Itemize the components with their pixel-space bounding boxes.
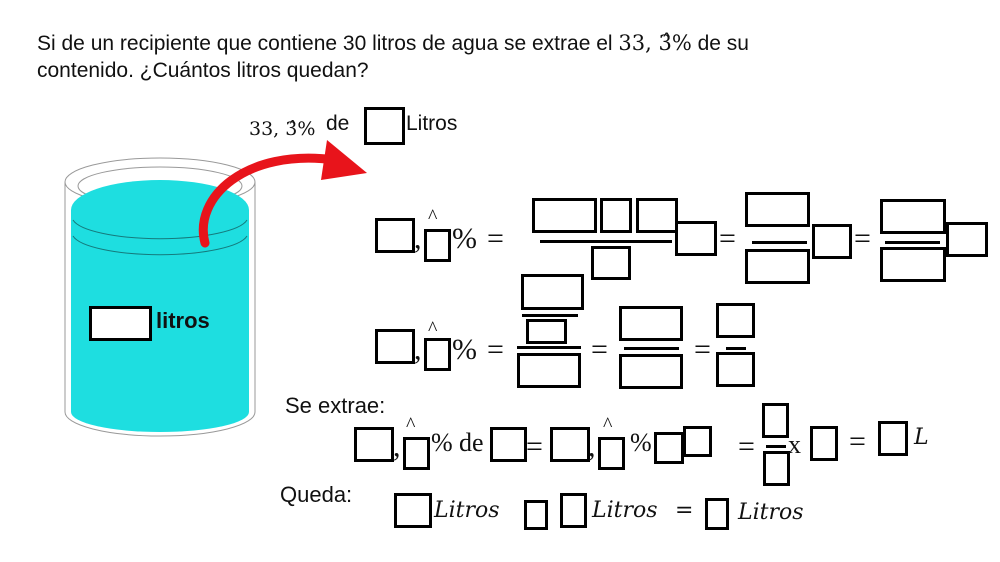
row1-numerator-input-1[interactable]	[532, 198, 597, 233]
container-liters-label: litros	[156, 308, 210, 333]
extract-value-input[interactable]	[683, 426, 712, 457]
extract-hat-2: ^	[603, 414, 613, 436]
extract-equals-2: =	[738, 430, 755, 463]
caption-litros: Litros	[406, 112, 458, 135]
extract-result-input[interactable]	[878, 421, 908, 456]
question-line1-start: Si de un recipiente que contiene 30 litr…	[37, 32, 619, 55]
row1-equals-1: =	[487, 222, 504, 255]
extract-periodic-input-2[interactable]	[598, 437, 625, 470]
row2-main-fraction-bar	[517, 346, 581, 349]
extract-multiplier-input[interactable]	[810, 426, 838, 461]
row1-numerator-input-2[interactable]	[600, 198, 632, 233]
row1-integer-input[interactable]	[375, 218, 415, 253]
row2-percent: %	[452, 333, 477, 366]
extract-equals-3: =	[849, 425, 866, 458]
extract-comma-2: ,	[588, 430, 596, 463]
extract-integer-input-2[interactable]	[550, 427, 590, 462]
question-percent: 33, 3̂%	[618, 31, 692, 55]
row2-fraction-bar-2	[624, 347, 679, 350]
row2-comma: ,	[414, 333, 422, 366]
extract-equals-1: =	[526, 430, 543, 463]
row1-denominator-input-2[interactable]	[745, 249, 810, 284]
remain-equals: =	[675, 498, 694, 523]
remain-unit-1: Litros	[434, 498, 500, 523]
extract-operator-input[interactable]	[654, 432, 684, 464]
remain-label: Queda:	[280, 482, 353, 507]
extract-fraction-denominator-input[interactable]	[763, 451, 790, 486]
container-liters-input[interactable]	[89, 306, 152, 341]
row1-fraction-bar-2	[752, 241, 807, 244]
extract-times: x	[788, 430, 801, 459]
row1-side-input-1[interactable]	[675, 221, 717, 256]
extract-de: de	[459, 428, 484, 457]
row2-inner-fraction-bar	[522, 314, 578, 317]
row1-hat: ^	[428, 206, 438, 228]
row2-periodic-input[interactable]	[424, 338, 451, 371]
extract-label: Se extrae:	[285, 393, 386, 418]
row2-equals-2: =	[591, 333, 608, 366]
red-arrow-icon	[198, 140, 367, 248]
row2-complex-denominator-input[interactable]	[517, 353, 581, 388]
row1-comma: ,	[414, 222, 422, 255]
remain-extracted-input[interactable]	[560, 493, 587, 528]
row2-equals-1: =	[487, 333, 504, 366]
extract-fraction-numerator-input[interactable]	[762, 403, 789, 438]
extract-integer-input-1[interactable]	[354, 427, 394, 462]
remain-result-input[interactable]	[705, 498, 729, 530]
row2-equals-3: =	[694, 333, 711, 366]
row2-complex-numerator-input[interactable]	[521, 274, 584, 310]
row1-numerator-input-4[interactable]	[745, 192, 810, 227]
extract-comma-1: ,	[393, 430, 401, 463]
caption-liters-input[interactable]	[364, 107, 405, 145]
extract-total-input[interactable]	[490, 427, 527, 462]
remain-unit-3: Litros	[738, 500, 804, 525]
extract-unit-L: L	[914, 425, 929, 450]
row1-fraction-bar-1	[540, 240, 672, 243]
row1-numerator-input-5[interactable]	[880, 199, 946, 234]
row2-complex-inner-denominator-input[interactable]	[526, 319, 567, 344]
row1-equals-2: =	[719, 222, 736, 255]
question-text: Si de un recipiente que contiene 30 litr…	[37, 30, 937, 84]
row2-numerator-input-2[interactable]	[619, 306, 683, 341]
question-line1-end: de su	[691, 32, 749, 55]
row1-side-input-3[interactable]	[946, 222, 988, 257]
caption-de: de	[326, 112, 350, 135]
remain-unit-2: Litros	[592, 498, 658, 523]
extract-fraction-bar	[766, 445, 786, 448]
row1-denominator-input-1[interactable]	[591, 246, 631, 280]
caption-percent: 33, 3̂%	[249, 118, 316, 140]
row2-denominator-input-2[interactable]	[619, 354, 683, 389]
row1-equals-3: =	[854, 222, 871, 255]
extract-percent-1: %	[431, 428, 453, 457]
extract-periodic-input-1[interactable]	[403, 437, 430, 470]
row2-numerator-input-3[interactable]	[716, 303, 755, 338]
row2-denominator-input-3[interactable]	[716, 352, 755, 387]
remain-total-input[interactable]	[394, 493, 432, 528]
row1-percent: %	[452, 222, 477, 255]
extract-percent-2: %	[630, 428, 652, 457]
row2-hat: ^	[428, 318, 438, 340]
row2-integer-input[interactable]	[375, 329, 415, 364]
row1-fraction-bar-3	[885, 241, 940, 244]
row1-denominator-input-3[interactable]	[880, 247, 946, 282]
remain-operator-input[interactable]	[524, 500, 548, 530]
row2-fraction-bar-3	[726, 347, 746, 350]
question-line2: contenido. ¿Cuántos litros quedan?	[37, 59, 369, 82]
row1-side-input-2[interactable]	[812, 224, 852, 259]
extract-hat-1: ^	[406, 414, 416, 436]
row1-periodic-input[interactable]	[424, 229, 451, 262]
row1-numerator-input-3[interactable]	[636, 198, 678, 233]
